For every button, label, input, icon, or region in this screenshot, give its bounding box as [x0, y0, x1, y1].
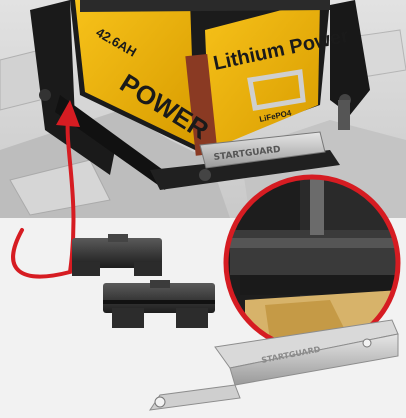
- clamp-bracket-top: [72, 234, 162, 276]
- battery-base-plate: STARTGUARD: [199, 131, 326, 169]
- carry-handle: [247, 69, 306, 111]
- curved-red-arrow: [11, 100, 80, 279]
- battery-frame: [30, 0, 370, 190]
- steel-l-bracket: STARTGUARD: [148, 319, 399, 411]
- mounting-bolts: [39, 89, 351, 181]
- clamp-bracket-bottom: [103, 280, 215, 328]
